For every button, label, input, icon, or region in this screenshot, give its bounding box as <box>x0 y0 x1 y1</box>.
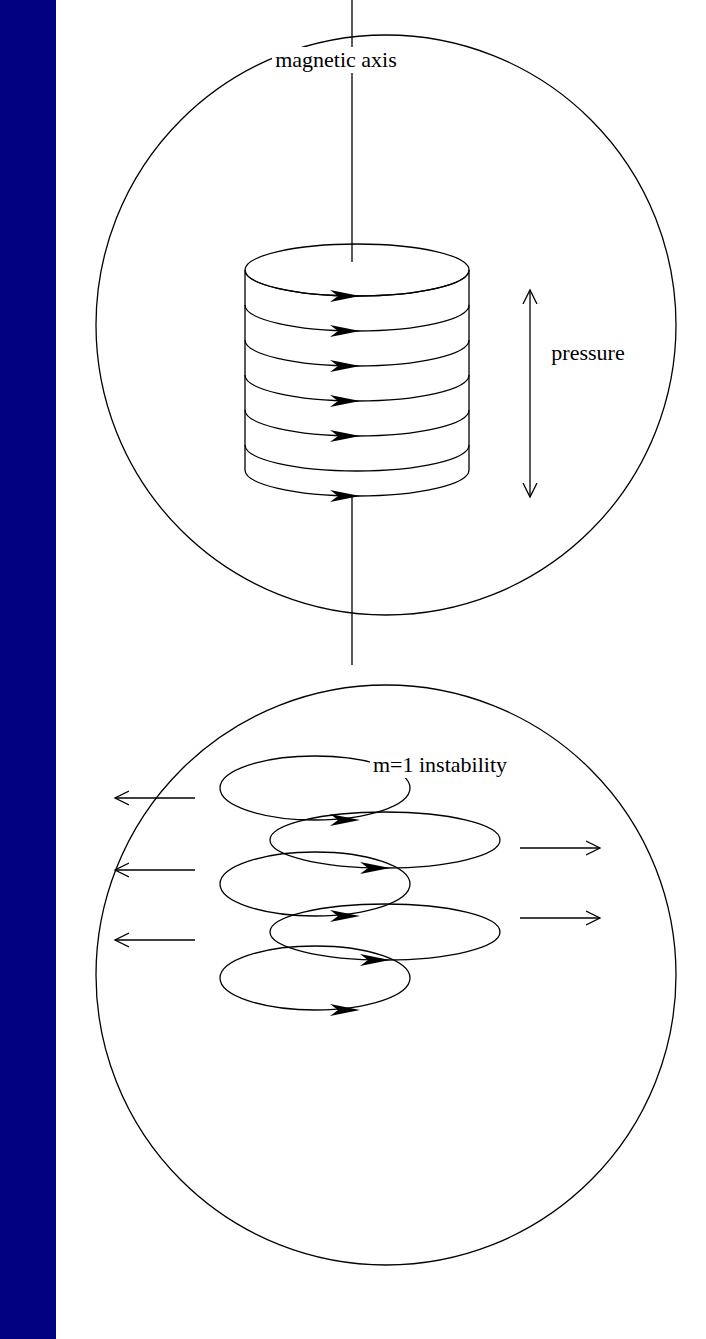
mode-label: m=1 instability <box>370 752 510 778</box>
pressure-label: pressure <box>548 340 627 366</box>
vessel-circle <box>96 685 676 1265</box>
white-panel <box>56 0 706 1339</box>
kinked-loops <box>220 756 500 1010</box>
coil-loops <box>245 244 469 496</box>
current-arrows <box>330 814 390 1016</box>
axis-line <box>351 0 352 262</box>
vessel-circle <box>96 35 676 615</box>
axis-line <box>351 497 352 665</box>
axis-label: magnetic axis <box>272 47 400 73</box>
displacement-arrows <box>115 798 600 940</box>
current-arrows <box>330 290 360 502</box>
pressure-arrow <box>529 290 530 497</box>
